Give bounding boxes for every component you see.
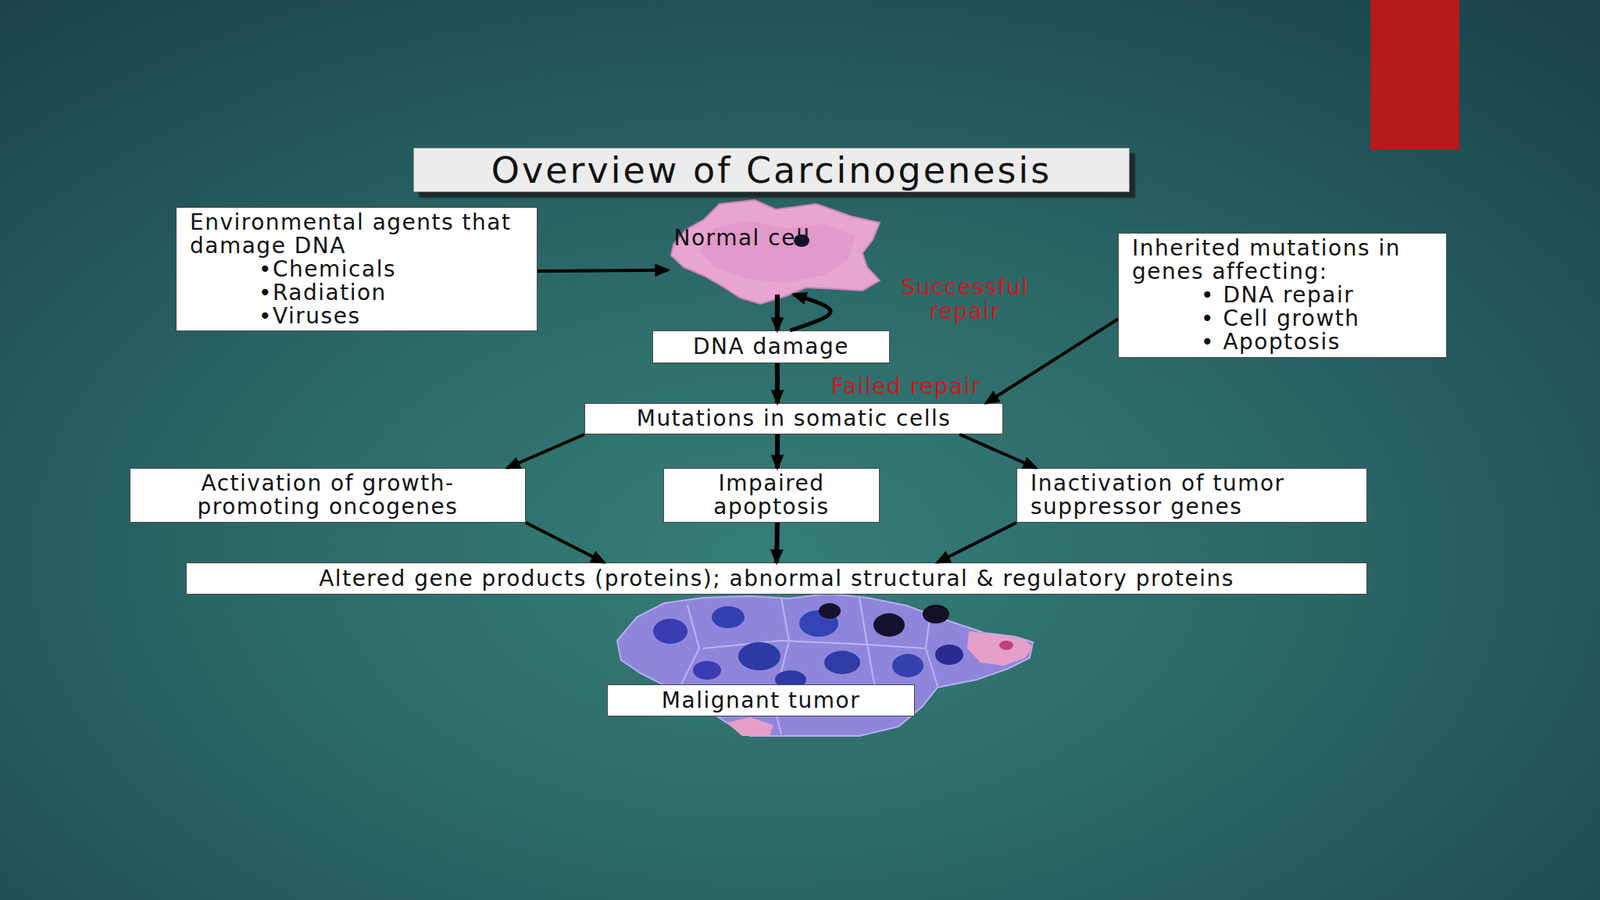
node-text: Environmental agents that damage DNA [189, 210, 529, 258]
cell-border [925, 617, 938, 686]
tumor-cytoplasm [726, 717, 774, 736]
bullet-item: • Apoptosis [1132, 330, 1439, 354]
flow-arrow [775, 434, 780, 468]
bullet-item: • DNA repair [1132, 283, 1439, 308]
tumor-cytoplasm [967, 631, 1033, 666]
bullet-item: •Viruses [189, 304, 529, 329]
nucleus [935, 644, 964, 665]
process-box: Activation of growth- promoting oncogene… [129, 467, 526, 523]
flow-arrow [525, 522, 604, 563]
agent-list-box: Environmental agents that damage DNA•Che… [175, 207, 538, 332]
nucleus [999, 640, 1014, 650]
edge-label: Failed repair [789, 374, 1024, 399]
node-text: Malignant tumor [615, 689, 907, 713]
process-box: DNA damage [652, 330, 890, 364]
node-text: DNA damage [660, 335, 882, 359]
nucleus [873, 613, 905, 637]
flow-arrow [789, 294, 831, 331]
process-box: Inactivation of tumor suppressor genes [1016, 467, 1368, 523]
node-text: Inherited mutations in genes affecting: [1132, 236, 1439, 284]
flow-arrow [937, 522, 1017, 563]
node-text: Altered gene products (proteins); abnorm… [194, 567, 1359, 591]
flow-arrow [985, 318, 1118, 404]
edge-label: Successful repair [867, 275, 1063, 324]
nucleus [824, 650, 861, 675]
process-box: Mutations in somatic cells [584, 403, 1004, 435]
flow-arrow [775, 363, 780, 404]
nucleus [818, 603, 841, 619]
nucleus [892, 653, 924, 678]
result-box: Malignant tumor [607, 684, 915, 717]
accent-bar [1370, 0, 1460, 150]
node-text: Inactivation of tumor suppressor genes [1030, 471, 1359, 519]
node-text: Mutations in somatic cells [592, 407, 995, 431]
flow-arrow [774, 522, 780, 563]
process-box: Altered gene products (proteins); abnorm… [185, 562, 1368, 595]
process-box: Impaired apoptosis [663, 467, 880, 523]
flow-arrow [507, 434, 585, 468]
node-text: Normal cell [672, 226, 812, 250]
flow-arrow [537, 270, 668, 272]
nucleus [711, 606, 745, 629]
cell-body [671, 200, 880, 304]
cell-border [859, 597, 875, 688]
bullet-item: •Chemicals [189, 257, 529, 282]
bullet-item: •Radiation [189, 281, 529, 305]
normal-cell: Normal cell [667, 196, 883, 295]
flow-arrow [959, 434, 1036, 468]
nucleus [653, 618, 688, 644]
inherited-list-box: Inherited mutations in genes affecting:•… [1117, 232, 1447, 358]
nucleus [738, 642, 781, 671]
node-text: Impaired apoptosis [671, 471, 872, 519]
nucleus [692, 660, 722, 680]
diagram-title: Overview of Carcinogenesis [413, 147, 1130, 193]
bullet-item: • Cell growth [1132, 307, 1439, 331]
cell-border [703, 640, 926, 649]
nucleus [922, 604, 950, 624]
node-text: Activation of growth- promoting oncogene… [138, 471, 518, 519]
flow-arrow [775, 294, 780, 331]
